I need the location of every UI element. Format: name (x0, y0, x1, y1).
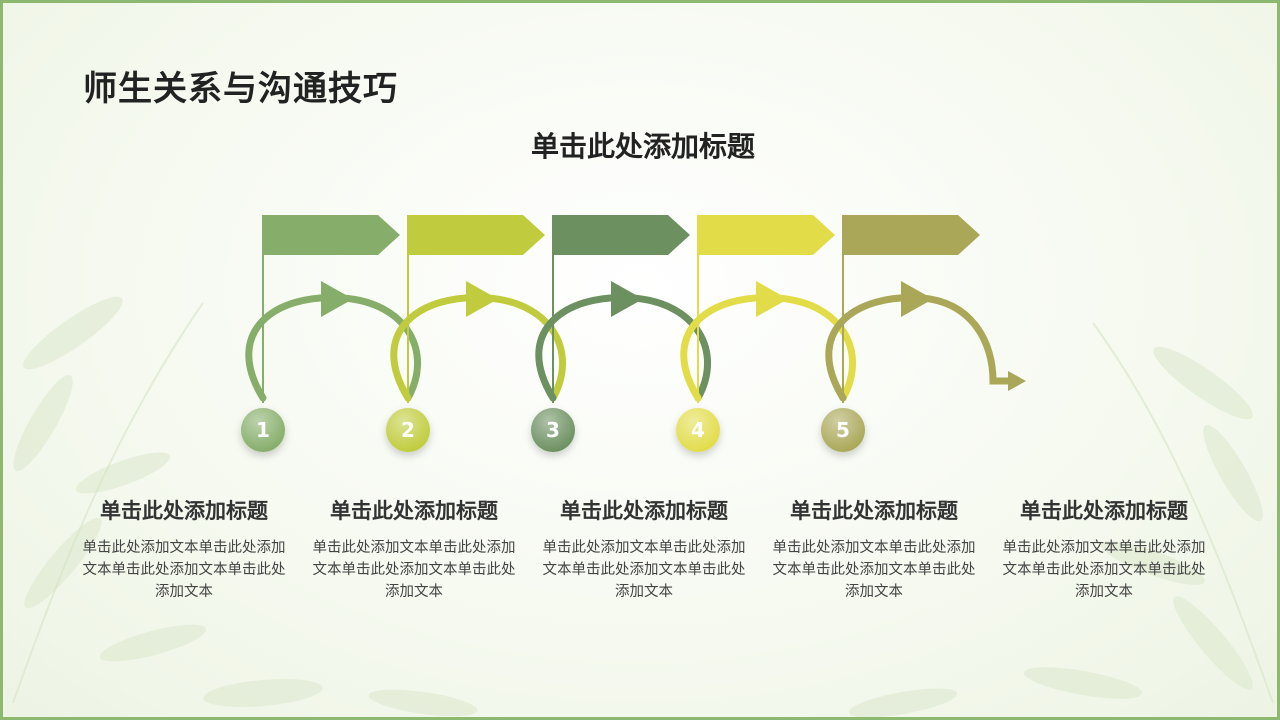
process-diagram: 1 2 3 4 5 (241, 215, 1026, 452)
step-circle-shine (386, 408, 430, 452)
step-number: 5 (836, 418, 850, 442)
step-group-5 (825, 215, 1026, 403)
flag-banner (698, 215, 835, 255)
step-title: 单击此处添加标题 (1020, 499, 1188, 523)
end-arrow-icon (1008, 371, 1026, 391)
step-circle-shine (531, 408, 575, 452)
step-text: 单击此处添加文本单击此处添加文本单击此处添加文本单击此处添加文本 (82, 540, 286, 600)
arrow-head-icon (901, 281, 933, 317)
step-number: 2 (401, 418, 415, 442)
step-card-1: 单击此处添加标题 单击此处添加文本单击此处添加文本单击此处添加文本单击此处添加文… (79, 495, 289, 603)
step-number: 1 (256, 418, 270, 442)
leaf-decoration (12, 296, 1274, 717)
step-circle-shine (241, 408, 285, 452)
flag-banner (553, 215, 690, 255)
step-circle-shine (676, 408, 720, 452)
step-text: 单击此处添加文本单击此处添加文本单击此处添加文本单击此处添加文本 (772, 540, 976, 600)
arrow-head-icon (756, 281, 788, 317)
diagram-title: 单击此处添加标题 (530, 130, 755, 163)
step-title: 单击此处添加标题 (560, 499, 728, 523)
step-marker-2: 2 (386, 408, 430, 452)
step-group-4 (680, 215, 856, 403)
step-card-2: 单击此处添加标题 单击此处添加文本单击此处添加文本单击此处添加文本单击此处添加文… (309, 495, 519, 603)
step-group-1 (245, 215, 421, 403)
slide-title: 师生关系与沟通技巧 (83, 69, 398, 109)
step-title: 单击此处添加标题 (100, 499, 268, 523)
step-marker-5: 5 (821, 408, 865, 452)
step-number: 3 (546, 418, 560, 442)
step-marker-1: 1 (241, 408, 285, 452)
flag-banner (843, 215, 980, 255)
step-card-5: 单击此处添加标题 单击此处添加文本单击此处添加文本单击此处添加文本单击此处添加文… (999, 495, 1209, 603)
step-title: 单击此处添加标题 (790, 499, 958, 523)
loop-arrow-path (825, 294, 1017, 402)
arrow-head-icon (466, 281, 498, 317)
step-text: 单击此处添加文本单击此处添加文本单击此处添加文本单击此处添加文本 (542, 540, 746, 600)
step-circle-shine (821, 408, 865, 452)
arrow-head-icon (611, 281, 643, 317)
step-card-3: 单击此处添加标题 单击此处添加文本单击此处添加文本单击此处添加文本单击此处添加文… (539, 495, 749, 603)
step-title: 单击此处添加标题 (330, 499, 498, 523)
step-number: 4 (691, 418, 705, 442)
step-group-3 (535, 215, 711, 403)
flag-banner (263, 215, 400, 255)
step-marker-3: 3 (531, 408, 575, 452)
step-marker-4: 4 (676, 408, 720, 452)
step-card-4: 单击此处添加标题 单击此处添加文本单击此处添加文本单击此处添加文本单击此处添加文… (769, 495, 979, 603)
step-text: 单击此处添加文本单击此处添加文本单击此处添加文本单击此处添加文本 (1002, 540, 1206, 600)
arrow-head-icon (321, 281, 353, 317)
step-group-2 (390, 215, 566, 403)
flag-banner (408, 215, 545, 255)
step-text: 单击此处添加文本单击此处添加文本单击此处添加文本单击此处添加文本 (312, 540, 516, 600)
